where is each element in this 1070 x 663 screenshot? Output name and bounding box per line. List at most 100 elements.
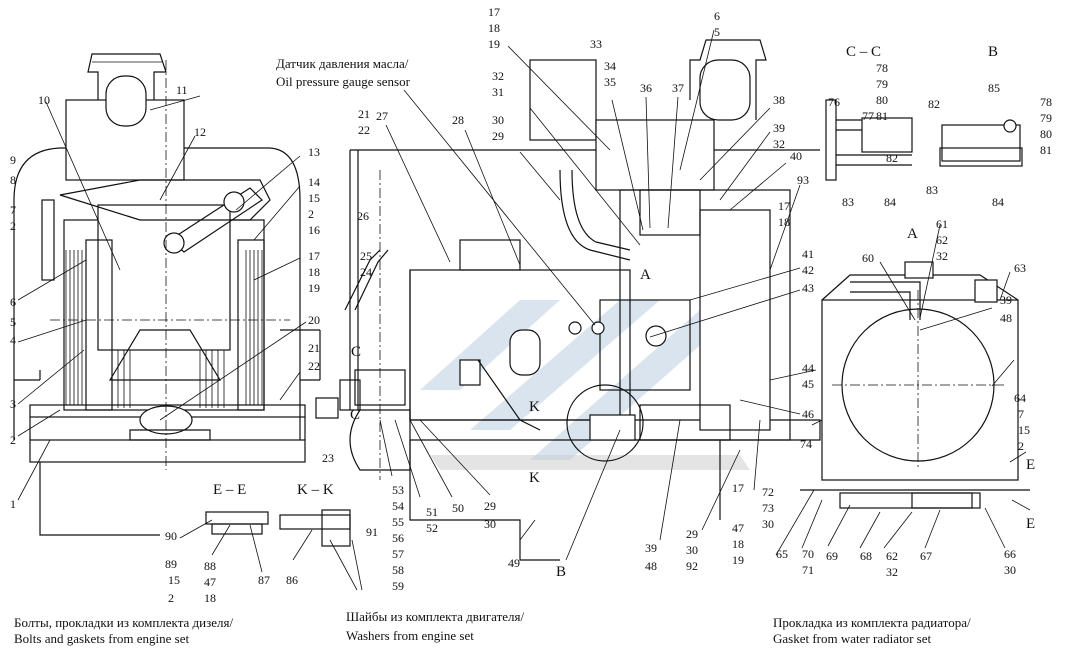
callout-number: 68 — [860, 549, 872, 563]
callout-number: 21 — [358, 107, 370, 121]
callout-number: 42 — [802, 263, 814, 277]
callout-number: 15 — [308, 191, 320, 205]
callout-number: 30 — [1004, 563, 1016, 577]
callout-number: 80 — [876, 93, 888, 107]
leader-lines — [17, 29, 1031, 591]
section-label: E – E — [213, 482, 246, 498]
callout-number: 18 — [204, 591, 216, 605]
watermark-logo — [420, 300, 750, 470]
callout-number: 6 — [10, 295, 16, 309]
callout-number: 12 — [194, 125, 206, 139]
callout-number: 82 — [886, 151, 898, 165]
callout-number: 7 — [1018, 407, 1024, 421]
callout-number: 66 — [1004, 547, 1016, 561]
callout-number: 15 — [1018, 423, 1030, 437]
callout-number: 60 — [862, 251, 874, 265]
callout-number: 67 — [920, 549, 932, 563]
callout-number: 52 — [426, 521, 438, 535]
callout-number: 36 — [640, 81, 652, 95]
section-labels: C – C B A E – E K – K B C C A K K E E — [213, 44, 1035, 580]
callout-number: 32 — [773, 137, 785, 151]
callout-number: 48 — [1000, 311, 1012, 325]
callout-number: 61 — [936, 217, 948, 231]
bolts-caption-ru: Болты, прокладки из комплекта дизеля/ — [14, 615, 234, 630]
callout-number: 10 — [38, 93, 50, 107]
callout-number: 88 — [204, 559, 216, 573]
callout-number: 29 — [492, 129, 504, 143]
callout-number: 23 — [322, 451, 334, 465]
section-cc-b — [825, 99, 1023, 181]
callout-number: 19 — [488, 37, 500, 51]
section-label: K — [529, 399, 540, 415]
callout-number: 17 — [732, 481, 744, 495]
callout-number: 17 — [308, 249, 320, 263]
callout-number: 58 — [392, 563, 404, 577]
callout-number: 80 — [1040, 127, 1052, 141]
callout-number: 40 — [790, 149, 802, 163]
callout-number: 30 — [492, 113, 504, 127]
callout-number: 81 — [876, 109, 888, 123]
callout-number: 87 — [258, 573, 270, 587]
callout-number: 79 — [1040, 111, 1052, 125]
front-view — [13, 53, 321, 536]
washers-caption-en: Washers from engine set — [346, 628, 474, 643]
callout-number: 29 — [686, 527, 698, 541]
callout-number: 64 — [1014, 391, 1026, 405]
callout-number: 73 — [762, 501, 774, 515]
callout-number: 78 — [876, 61, 888, 75]
callout-number: 20 — [308, 313, 320, 327]
callout-number: 18 — [778, 215, 790, 229]
callout-number: 53 — [392, 483, 404, 497]
bolts-caption-en: Bolts and gaskets from engine set — [14, 631, 189, 646]
callout-number: 4 — [10, 333, 16, 347]
callout-number: 11 — [176, 83, 188, 97]
callout-number: 72 — [762, 485, 774, 499]
section-label: K — [529, 470, 540, 486]
callout-number: 7 — [10, 203, 16, 217]
callout-number: 32 — [886, 565, 898, 579]
section-label: B — [988, 44, 998, 60]
callout-number: 1 — [10, 497, 16, 511]
callout-number: 21 — [308, 341, 320, 355]
callout-number: 17 — [488, 5, 500, 19]
callout-number: 41 — [802, 247, 814, 261]
callout-number: 19 — [308, 281, 320, 295]
callout-number: 5 — [10, 315, 16, 329]
section-label: E — [1026, 457, 1035, 473]
callout-number: 89 — [165, 557, 177, 571]
caption-washers: Шайбы из комплекта двигателя/ Washers fr… — [346, 609, 525, 643]
callout-number: 79 — [876, 77, 888, 91]
callout-number: 6 — [714, 9, 720, 23]
callout-number: 32 — [936, 249, 948, 263]
callout-number: 18 — [308, 265, 320, 279]
callout-number: 16 — [308, 223, 320, 237]
section-ee-kk — [205, 509, 351, 547]
callout-number: 5 — [714, 25, 720, 39]
callout-number: 91 — [366, 525, 378, 539]
section-label: C — [350, 407, 360, 423]
radiator-view-a — [800, 261, 1030, 509]
section-label: K – K — [297, 482, 334, 498]
callout-number: 63 — [1014, 261, 1026, 275]
callout-number: 86 — [286, 573, 298, 587]
callout-number: 2 — [168, 591, 174, 605]
callout-number: 48 — [645, 559, 657, 573]
callout-number: 3 — [10, 397, 16, 411]
callout-number: 84 — [884, 195, 896, 209]
callout-number: 90 — [165, 529, 177, 543]
callout-number: 56 — [392, 531, 404, 545]
section-label: C – C — [846, 44, 881, 60]
callout-number: 77 — [862, 109, 874, 123]
callout-number: 82 — [928, 97, 940, 111]
callout-number: 15 — [168, 573, 180, 587]
callout-number: 62 — [936, 233, 948, 247]
callout-number: 39 — [773, 121, 785, 135]
section-label: A — [640, 267, 651, 283]
callout-number: 13 — [308, 145, 320, 159]
caption-bolts: Болты, прокладки из комплекта дизеля/ Bo… — [14, 615, 234, 646]
callout-number: 30 — [762, 517, 774, 531]
callout-number: 31 — [492, 85, 504, 99]
callout-number: 28 — [452, 113, 464, 127]
callout-number: 47 — [204, 575, 216, 589]
